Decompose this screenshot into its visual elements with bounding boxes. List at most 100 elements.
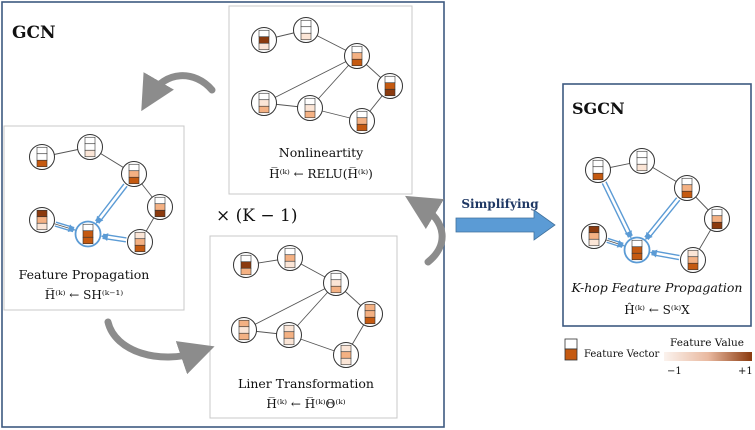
prop-feature-cell (36, 153, 48, 161)
transformation-graph (231, 245, 383, 368)
legend-min-label: −1 (667, 366, 682, 377)
nonlin-feature-cell (356, 117, 368, 125)
sgcn-feature-cell (636, 163, 648, 172)
prop-feature-cell (36, 222, 48, 231)
prop-feature-cell (154, 196, 166, 205)
nonlin-feature-cell (258, 29, 270, 38)
nonlin-feature-cell (258, 36, 270, 44)
nonlinearity-graph (251, 17, 403, 134)
trans-feature-cell (330, 285, 342, 294)
prop-arrow-head (95, 215, 104, 224)
sgcn-arrow-head (649, 249, 658, 258)
trans-edge (243, 282, 337, 331)
legend-gradient-bar (664, 352, 752, 361)
prop-feature-cell (84, 143, 96, 151)
nonlin-feature-cell (300, 32, 312, 41)
trans-feature-cell (284, 260, 296, 269)
prop-feature-cell (154, 209, 166, 218)
sgcn-feature-cell (592, 159, 604, 168)
prop-arrow-head (67, 224, 76, 233)
transformation-title: Liner Transformation (238, 376, 374, 391)
sgcn-formula: Ĥ⁽ᵏ⁾ ← S⁽ᵏ⁾X (624, 302, 690, 317)
cycle-arrow-prop-to-trans (104, 318, 215, 375)
prop-propagation-arrow (98, 185, 128, 224)
prop-feature-cell (36, 159, 48, 168)
trans-feature-cell (330, 272, 342, 281)
transformation-formula: H̅⁽ᵏ⁾ ← H̅⁽ᵏ⁾Θ⁽ᵏ⁾ (266, 396, 345, 411)
sgcn-propagation-arrow (601, 183, 630, 238)
cycle-arrow-nonlin-to-prop (141, 72, 216, 112)
sgcn-propagation-arrow (647, 199, 681, 241)
sgcn-feature-cell (592, 172, 604, 181)
nonlin-feature-cell (304, 110, 316, 119)
trans-feature-cell (340, 357, 352, 366)
sgcn-feature-cell (687, 249, 699, 258)
nonlin-feature-cell (300, 26, 312, 34)
simplifying-arrow (455, 209, 556, 241)
prop-feature-cell (36, 216, 48, 224)
sgcn-feature-cell (687, 256, 699, 264)
nonlin-feature-cell (300, 19, 312, 28)
propagation-title: Feature Propagation (19, 267, 150, 282)
prop-feature-cell (84, 136, 96, 145)
sgcn-feature-cell (631, 239, 643, 248)
sgcn-feature-cell (636, 150, 648, 159)
sgcn-feature-cell (711, 221, 723, 230)
sgcn-feature-cell (631, 246, 643, 254)
trans-feature-cell (364, 316, 376, 325)
trans-feature-cell (284, 247, 296, 256)
prop-feature-cell (128, 170, 140, 178)
sgcn-feature-cell (681, 184, 693, 192)
sgcn-feature-cell (588, 232, 600, 240)
nonlin-feature-cell (384, 82, 396, 90)
sgcn-arrow-head (616, 240, 625, 248)
repeat-label: × (K − 1) (216, 206, 297, 226)
sgcn-feature-cell (588, 238, 600, 247)
trans-feature-cell (340, 351, 352, 359)
nonlin-feature-cell (356, 123, 368, 132)
nonlin-feature-cell (384, 88, 396, 97)
trans-feature-cell (283, 337, 295, 346)
legend-max-label: +1 (738, 366, 753, 377)
prop-feature-cell (134, 238, 146, 246)
trans-feature-cell (240, 261, 252, 269)
nonlin-feature-cell (356, 110, 368, 119)
sgcn-feature-cell (687, 262, 699, 271)
prop-feature-cell (36, 209, 48, 218)
nonlin-feature-cell (258, 105, 270, 114)
trans-feature-cell (284, 254, 296, 262)
prop-feature-cell (82, 223, 94, 232)
sgcn-panel-title: K-hop Feature Propagation (571, 280, 743, 295)
cycle-arrow-trans-to-nonlin (405, 195, 446, 266)
trans-feature-cell (364, 310, 376, 318)
sgcn-propagation-arrow (644, 197, 678, 238)
prop-propagation-arrow (94, 183, 125, 222)
prop-feature-cell (82, 236, 94, 245)
nonlin-feature-cell (258, 92, 270, 101)
trans-feature-cell (238, 319, 250, 328)
prop-feature-cell (134, 244, 146, 253)
trans-feature-cell (238, 332, 250, 341)
simplifying-label: Simplifying (461, 197, 539, 211)
nonlin-feature-cell (304, 104, 316, 112)
propagation-graph (29, 134, 173, 255)
trans-feature-cell (330, 279, 342, 287)
sgcn-feature-cell (636, 157, 648, 165)
nonlin-feature-cell (258, 42, 270, 51)
propagation-formula: H̅⁽ᵏ⁾ ← SH⁽ᵏ⁻¹⁾ (45, 287, 124, 302)
legend-value-title: Feature Value (670, 337, 744, 349)
sgcn-graph (581, 148, 730, 273)
trans-feature-cell (240, 254, 252, 263)
legend-vector-bottom (564, 348, 578, 361)
sgcn-arrow-head (645, 231, 653, 240)
prop-feature-cell (128, 163, 140, 172)
prop-feature-cell (128, 176, 140, 185)
prop-arrow-head (100, 233, 109, 241)
legend: Feature Vector Feature Value −1 +1 (564, 337, 753, 377)
trans-feature-cell (283, 331, 295, 339)
prop-feature-cell (84, 149, 96, 158)
trans-feature-cell (364, 303, 376, 312)
prop-feature-cell (82, 230, 94, 238)
sgcn-arrow-head (624, 230, 632, 239)
